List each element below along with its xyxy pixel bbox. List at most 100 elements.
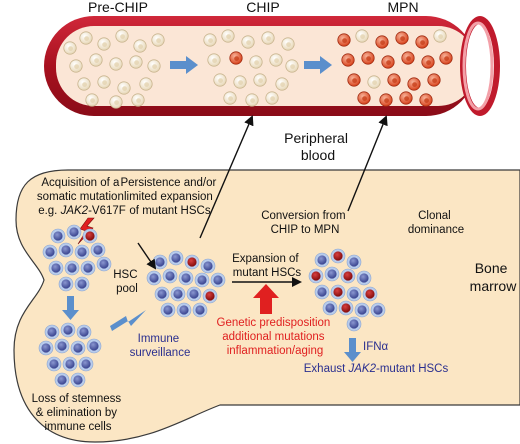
normal-blood-cell [147, 59, 161, 73]
normal-stem-cell [356, 270, 372, 286]
normal-stem-cell [70, 372, 86, 388]
normal-stem-cell [50, 228, 66, 244]
normal-stem-cell [76, 324, 92, 340]
normal-stem-cell [66, 224, 82, 240]
normal-stem-cell [80, 260, 96, 276]
normal-blood-cell [241, 35, 255, 49]
arrow-risk-factors [253, 284, 279, 314]
hsc-pool-label: HSC pool [113, 269, 140, 295]
normal-stem-cell [96, 256, 112, 272]
normal-stem-cell [346, 254, 362, 270]
normal-blood-cell [245, 93, 259, 107]
normal-stem-cell [170, 286, 186, 302]
normal-blood-cell [133, 39, 147, 53]
normal-blood-cell [63, 41, 77, 55]
normal-blood-cell [367, 75, 381, 89]
normal-stem-cell [160, 302, 176, 318]
stage-label-pre-chip: Pre-CHIP [88, 0, 148, 15]
normal-stem-cell [58, 242, 74, 258]
normal-blood-cell [139, 77, 153, 91]
normal-stem-cell [314, 284, 330, 300]
mutant-stem-cell [308, 268, 324, 284]
normal-stem-cell [58, 276, 74, 292]
normal-stem-cell [354, 302, 370, 318]
arrow-immune-surveillance [110, 310, 146, 331]
mutant-stem-cell [184, 254, 200, 270]
normal-stem-cell [178, 270, 194, 286]
normal-blood-cell [281, 37, 295, 51]
normal-blood-cell [109, 57, 123, 71]
normal-blood-cell [97, 37, 111, 51]
normal-blood-cell [79, 31, 93, 45]
normal-blood-cell [207, 53, 221, 67]
mutant-blood-cell [387, 73, 401, 87]
stage-label-chip: CHIP [246, 0, 279, 15]
normal-stem-cell [64, 260, 80, 276]
normal-blood-cell [355, 29, 369, 43]
mutant-stem-cell [202, 288, 218, 304]
normal-blood-cell [285, 59, 299, 73]
normal-stem-cell [38, 340, 54, 356]
normal-stem-cell [186, 286, 202, 302]
normal-stem-cell [46, 356, 62, 372]
normal-stem-cell [162, 268, 178, 284]
normal-blood-cell [221, 29, 235, 43]
arrow-ifn-alpha [344, 338, 361, 362]
normal-stem-cell [70, 340, 86, 356]
normal-stem-cell [78, 356, 94, 372]
mutant-blood-cell [347, 73, 361, 87]
normal-stem-cell [194, 272, 210, 288]
normal-blood-cell [213, 73, 227, 87]
normal-blood-cell [275, 77, 289, 91]
marrow-stem-cells [38, 224, 386, 388]
bone-marrow-label: Bone marrow [470, 260, 518, 294]
mutant-stem-cell [330, 248, 346, 264]
normal-stem-cell [324, 266, 340, 282]
mutant-blood-cell [229, 51, 243, 65]
mutant-blood-cell [419, 93, 433, 107]
normal-blood-cell [85, 93, 99, 107]
normal-stem-cell [346, 316, 362, 332]
mutant-blood-cell [337, 33, 351, 47]
mutant-blood-cell [361, 51, 375, 65]
mutant-blood-cell [421, 55, 435, 69]
normal-stem-cell [154, 286, 170, 302]
normal-blood-cell [151, 33, 165, 47]
normal-stem-cell [54, 338, 70, 354]
normal-stem-cell [54, 372, 70, 388]
mutant-blood-cell [401, 51, 415, 65]
normal-stem-cell [74, 276, 90, 292]
mutant-blood-cell [381, 55, 395, 69]
normal-stem-cell [192, 302, 208, 318]
exhaust-label: Exhaust JAK2-mutant HSCs [304, 363, 449, 375]
arrow-to-blood-mpn [347, 115, 388, 212]
arrow-to-blood-chip [199, 115, 254, 239]
normal-blood-cell [109, 95, 123, 109]
normal-blood-cell [253, 73, 267, 87]
normal-stem-cell [322, 300, 338, 316]
arrow-to-persistence [137, 242, 157, 270]
mutant-blood-cell [379, 93, 393, 107]
normal-stem-cell [370, 302, 386, 318]
normal-blood-cell [433, 29, 447, 43]
normal-blood-cell [261, 31, 275, 45]
normal-blood-cell [77, 77, 91, 91]
normal-stem-cell [168, 250, 184, 266]
normal-blood-cell [129, 55, 143, 69]
normal-stem-cell [314, 252, 330, 268]
mutant-blood-cell [415, 35, 429, 49]
clonal-dominance-label: Clonal dominance [408, 210, 464, 236]
normal-blood-cell [117, 81, 131, 95]
mutant-stem-cell [338, 300, 354, 316]
normal-stem-cell [176, 302, 192, 318]
normal-blood-cell [203, 33, 217, 47]
normal-stem-cell [74, 244, 90, 260]
arrow-to-elimination [62, 296, 79, 320]
normal-blood-cell [89, 53, 103, 67]
mutant-stem-cell [340, 268, 356, 284]
stage-arrow-1 [170, 56, 198, 74]
normal-stem-cell [346, 286, 362, 302]
normal-stem-cell [210, 272, 226, 288]
normal-stem-cell [62, 356, 78, 372]
